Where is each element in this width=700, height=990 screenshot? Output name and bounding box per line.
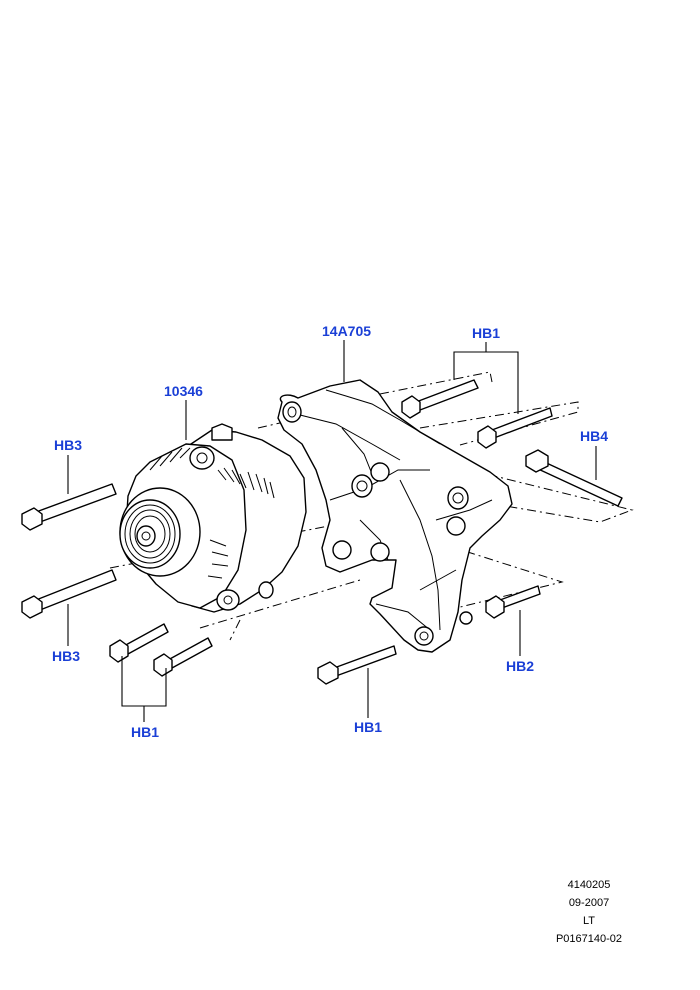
bolt-hb2 xyxy=(485,585,541,619)
callout-bracket: 14A705 xyxy=(322,323,371,339)
callout-hb2: HB2 xyxy=(506,658,534,674)
reference-code: 4140205 xyxy=(567,879,611,891)
bolt-hb1-bottom-left-b xyxy=(153,637,213,677)
callout-hb1-bottom-left: HB1 xyxy=(131,724,159,740)
bolt-hb3-top xyxy=(21,483,117,531)
mounting-bracket-14a705 xyxy=(277,379,513,653)
reference-variant: LT xyxy=(582,915,596,927)
bolt-hb1-top-b xyxy=(477,407,553,449)
callout-alternator: 10346 xyxy=(164,383,203,399)
callout-hb3-bottom: HB3 xyxy=(52,648,80,664)
illustration-id: P0167140-02 xyxy=(555,933,623,945)
leader-lines xyxy=(67,340,597,722)
callout-hb3-top: HB3 xyxy=(54,437,82,453)
bolt-hb1-bottom-mid xyxy=(317,645,397,685)
callout-hb1-top: HB1 xyxy=(472,325,500,341)
callout-hb4: HB4 xyxy=(580,428,608,444)
bolt-hb1-bottom-left-a xyxy=(109,623,169,663)
bolt-hb3-bottom xyxy=(21,569,117,619)
callout-hb1-bottom-mid: HB1 xyxy=(354,719,382,735)
alternator-10346 xyxy=(119,423,307,613)
reference-date: 09-2007 xyxy=(568,897,610,909)
bolt-hb1-top-a xyxy=(401,379,479,419)
bolt-hb4 xyxy=(525,449,623,507)
